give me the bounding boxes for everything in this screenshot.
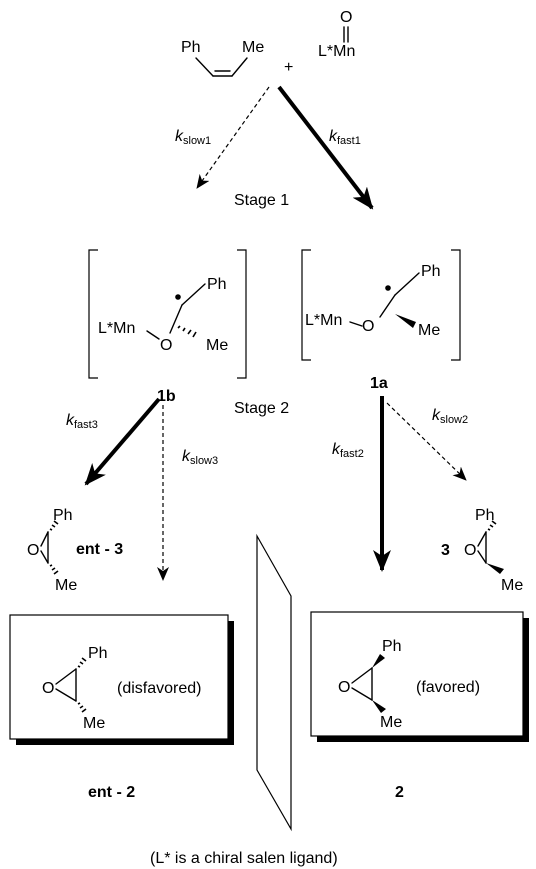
p3-label: 3 [441, 542, 450, 559]
plus-sign: + [284, 59, 293, 76]
epoxide-ent-3: Ph O Me ent - 3 [27, 507, 123, 594]
ent3-ph-label: Ph [53, 507, 73, 524]
p2-me-label: Me [380, 714, 402, 731]
stage2-label: Stage 2 [234, 400, 289, 417]
intermediate-1b: Ph O L*Mn Me 1b [88, 249, 247, 405]
1b-me-label: Me [206, 337, 228, 354]
wedge-bond [395, 314, 416, 328]
epoxide-bond [477, 550, 487, 564]
radical-dot [385, 285, 391, 291]
epoxide-bond [351, 687, 373, 701]
1a-metal-label: L*Mn [305, 312, 342, 329]
p2-ph-label: Ph [382, 638, 402, 655]
bracket-left [88, 249, 98, 379]
mirror-plane [256, 533, 292, 832]
ent2-ph-label: Ph [88, 645, 108, 662]
epoxide-3: 3 Ph O Me [441, 507, 523, 594]
epoxide-bond [40, 531, 49, 547]
k-fast2-label: kfast2 [332, 441, 364, 460]
p3-me-label: Me [501, 577, 523, 594]
1b-ph-label: Ph [207, 276, 227, 293]
1b-label: 1b [157, 388, 176, 405]
ent2-note: (disfavored) [117, 680, 201, 697]
p2-label: 2 [395, 784, 404, 801]
k-slow1-label: kslow1 [175, 128, 211, 147]
epoxide-bond [55, 668, 77, 685]
1a-mn-o-bond [349, 321, 363, 327]
oxo-o-label: O [340, 9, 352, 26]
1b-bond [169, 304, 183, 334]
box-frame [310, 611, 524, 737]
alkene-bond [231, 57, 248, 77]
1a-bond [394, 272, 420, 296]
1a-o-label: O [362, 318, 374, 335]
product-box-ent-2: Ph O Me (disfavored) [9, 614, 234, 745]
k-slow2-label: kslow2 [432, 407, 468, 426]
bracket-left [301, 249, 311, 361]
epoxide-bond [351, 667, 373, 684]
fast3-arrow [84, 397, 161, 486]
wedge-bond [486, 563, 504, 574]
1b-mn-o-bond [146, 330, 160, 340]
p3-ph-label: Ph [475, 507, 495, 524]
1b-metal-label: L*Mn [98, 320, 135, 337]
slow2-arrow [386, 402, 467, 481]
product-box-2: Ph O Me (favored) [310, 611, 529, 742]
bracket-right [237, 249, 247, 379]
epoxide-bond [477, 531, 487, 547]
ent2-o-label: O [42, 680, 54, 697]
reactant-alkene: Ph Me [181, 39, 264, 77]
1a-ph-label: Ph [421, 263, 441, 280]
radical-dot [175, 294, 181, 300]
k-fast1-label: kfast1 [329, 128, 361, 147]
p2-note: (favored) [416, 679, 480, 696]
epoxide-bond [55, 688, 77, 702]
wedge-bond [372, 700, 386, 713]
1a-me-label: Me [418, 322, 440, 339]
p3-o-label: O [464, 542, 476, 559]
1b-o-label: O [160, 337, 172, 354]
1a-bond [379, 294, 396, 318]
ent2-label: ent - 2 [88, 784, 135, 801]
1b-bond [181, 283, 206, 306]
ent3-label: ent - 3 [76, 541, 123, 558]
intermediate-1a: Ph O L*Mn Me 1a [301, 249, 461, 392]
wedge-bond [372, 654, 385, 668]
bracket-right [451, 249, 461, 361]
k-slow3-label: kslow3 [182, 448, 218, 467]
ent3-me-label: Me [55, 577, 77, 594]
reactant-mn-oxo: O L*Mn [318, 9, 355, 60]
footnote: (L* is a chiral salen ligand) [150, 850, 338, 867]
ent3-o-label: O [27, 542, 39, 559]
k-fast3-label: kfast3 [66, 412, 98, 431]
1a-label: 1a [370, 375, 388, 392]
stage1-label: Stage 1 [234, 192, 289, 209]
oxo-metal-label: L*Mn [318, 43, 355, 60]
fast1-arrow [277, 85, 374, 210]
box-frame [9, 614, 229, 740]
alkene-bond [195, 57, 214, 77]
alkene-me-label: Me [242, 39, 264, 56]
alkene-ph-label: Ph [181, 39, 201, 56]
epoxide-bond [40, 550, 49, 564]
p2-o-label: O [338, 679, 350, 696]
ent2-me-label: Me [83, 715, 105, 732]
